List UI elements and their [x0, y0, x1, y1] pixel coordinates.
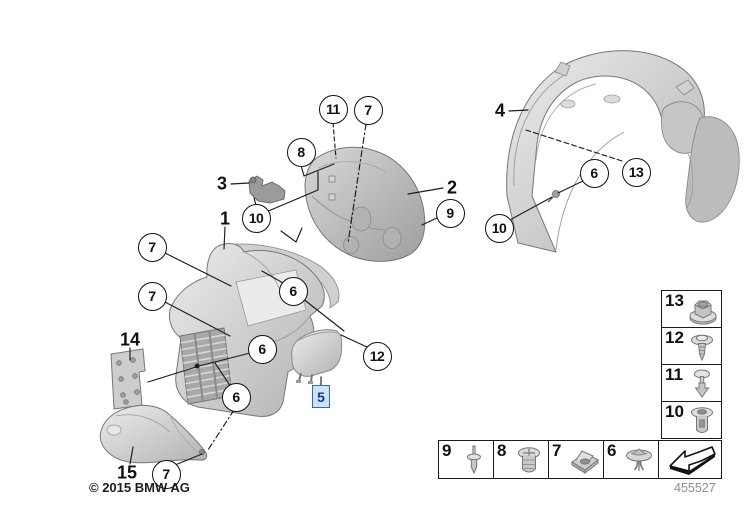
legend-number: 12 [665, 328, 684, 347]
selected-part-label-5[interactable]: 5 [312, 385, 330, 408]
legend-number: 9 [442, 441, 452, 460]
legend-number: 7 [552, 441, 562, 460]
callout-circle-10[interactable]: 10 [241, 203, 271, 233]
copyright-notice: © 2015 BMW AG [89, 480, 190, 495]
part-14-mounting-plate [110, 348, 146, 410]
legend-cell-10[interactable]: 10 [661, 401, 722, 439]
callout-circle-7[interactable]: 7 [151, 459, 181, 489]
callout-circle-7[interactable]: 7 [137, 232, 167, 262]
part-label-4[interactable]: 4 [494, 100, 506, 121]
part-5-cover [291, 329, 343, 384]
part-2-wheel-arch-rear-section [304, 146, 426, 262]
part-3-bracket [248, 175, 286, 204]
callout-circle-8[interactable]: 8 [286, 137, 316, 167]
part-label-1[interactable]: 1 [219, 208, 231, 229]
spreader-clip-icon [623, 443, 657, 477]
legend-number: 13 [665, 291, 684, 310]
legend-cell-6[interactable]: 6 [603, 440, 659, 479]
callout-circle-6[interactable]: 6 [278, 276, 308, 306]
part-label-3[interactable]: 3 [216, 173, 228, 194]
legend-cell-12[interactable]: 12 [661, 327, 722, 365]
legend-number: 11 [665, 365, 683, 384]
callout-circle-6[interactable]: 6 [247, 334, 277, 364]
legend-back-arrow-cell[interactable] [658, 440, 722, 479]
part-label-15[interactable]: 15 [116, 462, 138, 483]
legend-number: 6 [607, 441, 617, 460]
legend-number: 10 [665, 402, 684, 421]
callout-circle-12[interactable]: 12 [362, 341, 392, 371]
hex-nut-washer-icon [686, 292, 720, 326]
legend-cell-7[interactable]: 7 [548, 440, 604, 479]
expanding-grommet-icon [686, 403, 720, 437]
callout-circle-6[interactable]: 6 [221, 382, 251, 412]
clamp-nut-icon [568, 443, 602, 477]
diagram-number: 455527 [674, 481, 716, 495]
part-15-underfloor-panel [99, 404, 208, 464]
callout-circle-6[interactable]: 6 [579, 158, 609, 188]
callout-circle-13[interactable]: 13 [621, 157, 651, 187]
callout-circle-9[interactable]: 9 [435, 198, 465, 228]
part-4-rear-wheel-arch-liner [506, 50, 740, 253]
blind-rivet-icon [458, 443, 492, 477]
legend-cell-13[interactable]: 13 [661, 290, 722, 328]
legend-cell-11[interactable]: 11 [661, 364, 722, 402]
leader-lines [129, 109, 623, 466]
callout-circle-7[interactable]: 7 [353, 95, 383, 125]
callout-circle-10[interactable]: 10 [484, 213, 514, 243]
back-arrow-icon [666, 442, 718, 478]
washer-rivet-icon [686, 329, 720, 363]
part-label-14[interactable]: 14 [119, 329, 141, 350]
legend-number: 8 [497, 441, 507, 460]
legend-cell-9[interactable]: 9 [438, 440, 494, 479]
expanding-nut-icon [513, 443, 547, 477]
callout-circle-7[interactable]: 7 [137, 281, 167, 311]
part-label-2[interactable]: 2 [446, 177, 458, 198]
callout-circle-11[interactable]: 11 [318, 94, 348, 124]
legend-cell-8[interactable]: 8 [493, 440, 549, 479]
expansion-rivet-icon [686, 366, 720, 400]
